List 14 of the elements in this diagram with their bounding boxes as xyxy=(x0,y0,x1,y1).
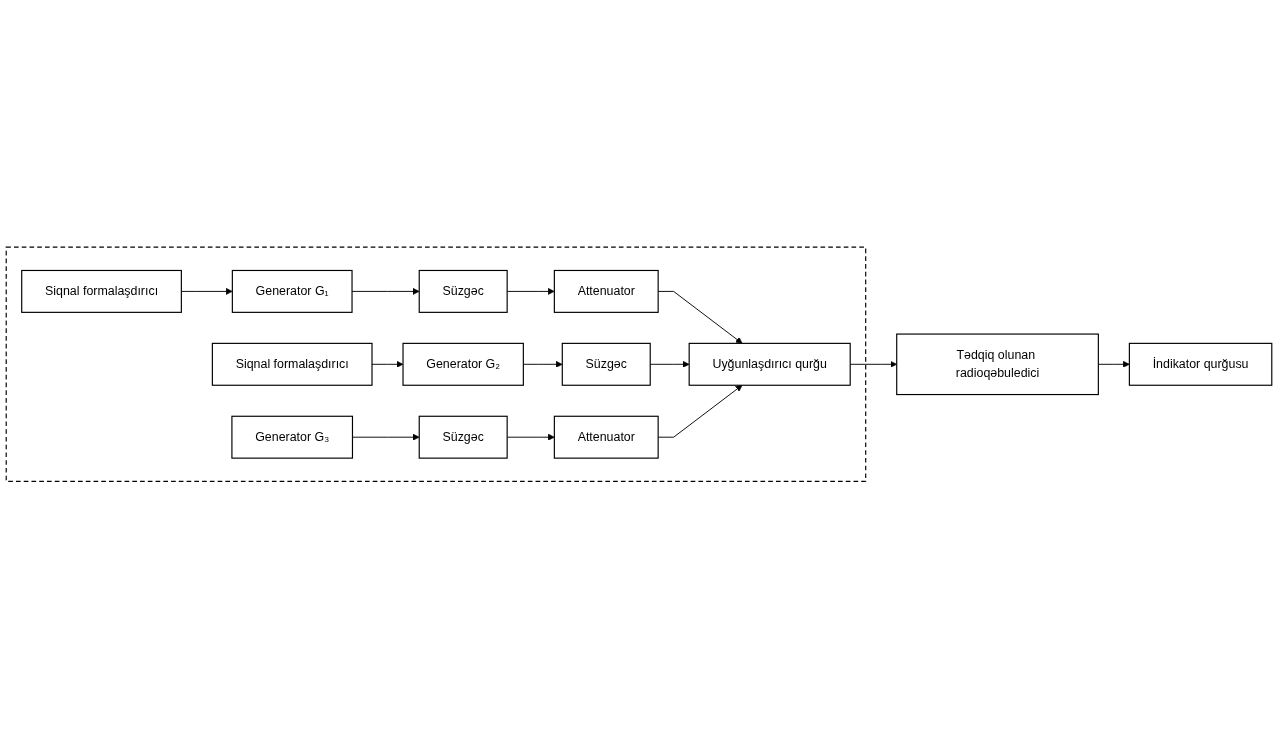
node-box: Generator G₃ xyxy=(231,415,354,459)
node-box: Süzgəc xyxy=(418,415,508,459)
node-box: Attenuator xyxy=(553,415,659,459)
node-box: Uyğunlaşdırıcı qurğu xyxy=(688,342,851,386)
node-box: Generator G₂ xyxy=(402,342,524,386)
node-box: Siqnal formalaşdırıcı xyxy=(21,270,182,314)
node-box: Süzgəc xyxy=(418,270,508,314)
node-box: Generator G₁ xyxy=(231,270,353,314)
node-box: Siqnal formalaşdırıcı xyxy=(211,342,373,386)
node-box: Tədqiq olunan radioqəbuledici xyxy=(896,333,1099,396)
cluster xyxy=(5,246,867,483)
node-box: Süzgəc xyxy=(561,342,651,386)
node-box: İndikator qurğusu xyxy=(1128,342,1273,386)
node-box: Attenuator xyxy=(553,270,659,314)
